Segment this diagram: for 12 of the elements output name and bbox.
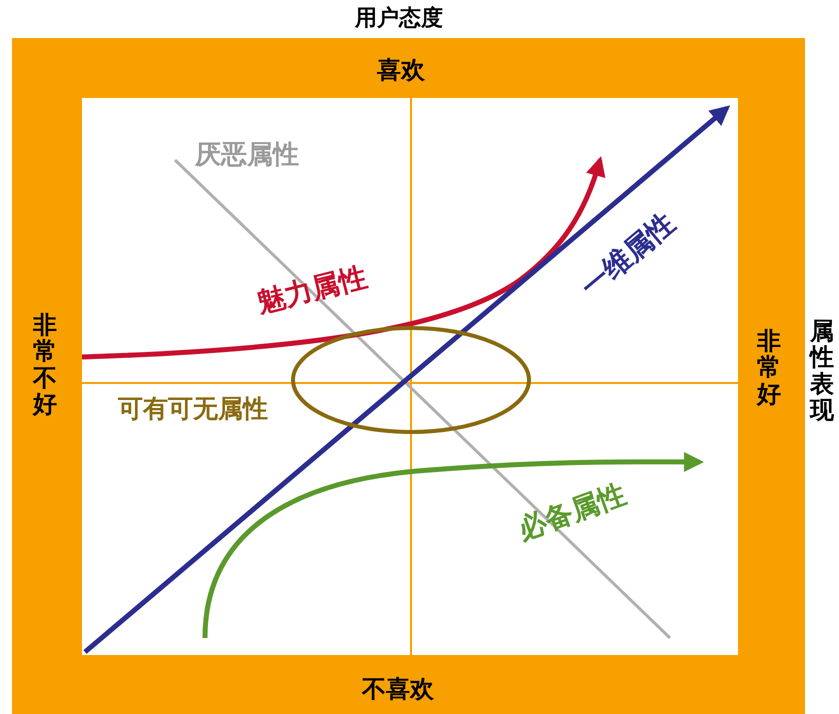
ellipse-outline xyxy=(291,326,531,434)
axis-label: 属性表现 xyxy=(810,318,834,424)
curve-label: 魅力属性 xyxy=(254,262,370,318)
axis-label: 用户态度 xyxy=(355,8,443,30)
axis-label: 不喜欢 xyxy=(362,677,434,701)
axis-label: 非常不好 xyxy=(33,312,57,418)
curve-label: 厌恶属性 xyxy=(195,142,299,168)
curve-label: 必备属性 xyxy=(514,480,630,544)
axis-label: 喜欢 xyxy=(377,58,425,82)
curve-label: 一维属性 xyxy=(576,208,680,302)
axis-label: 非常好 xyxy=(757,328,781,408)
curve-label: 可有可无属性 xyxy=(118,396,268,421)
